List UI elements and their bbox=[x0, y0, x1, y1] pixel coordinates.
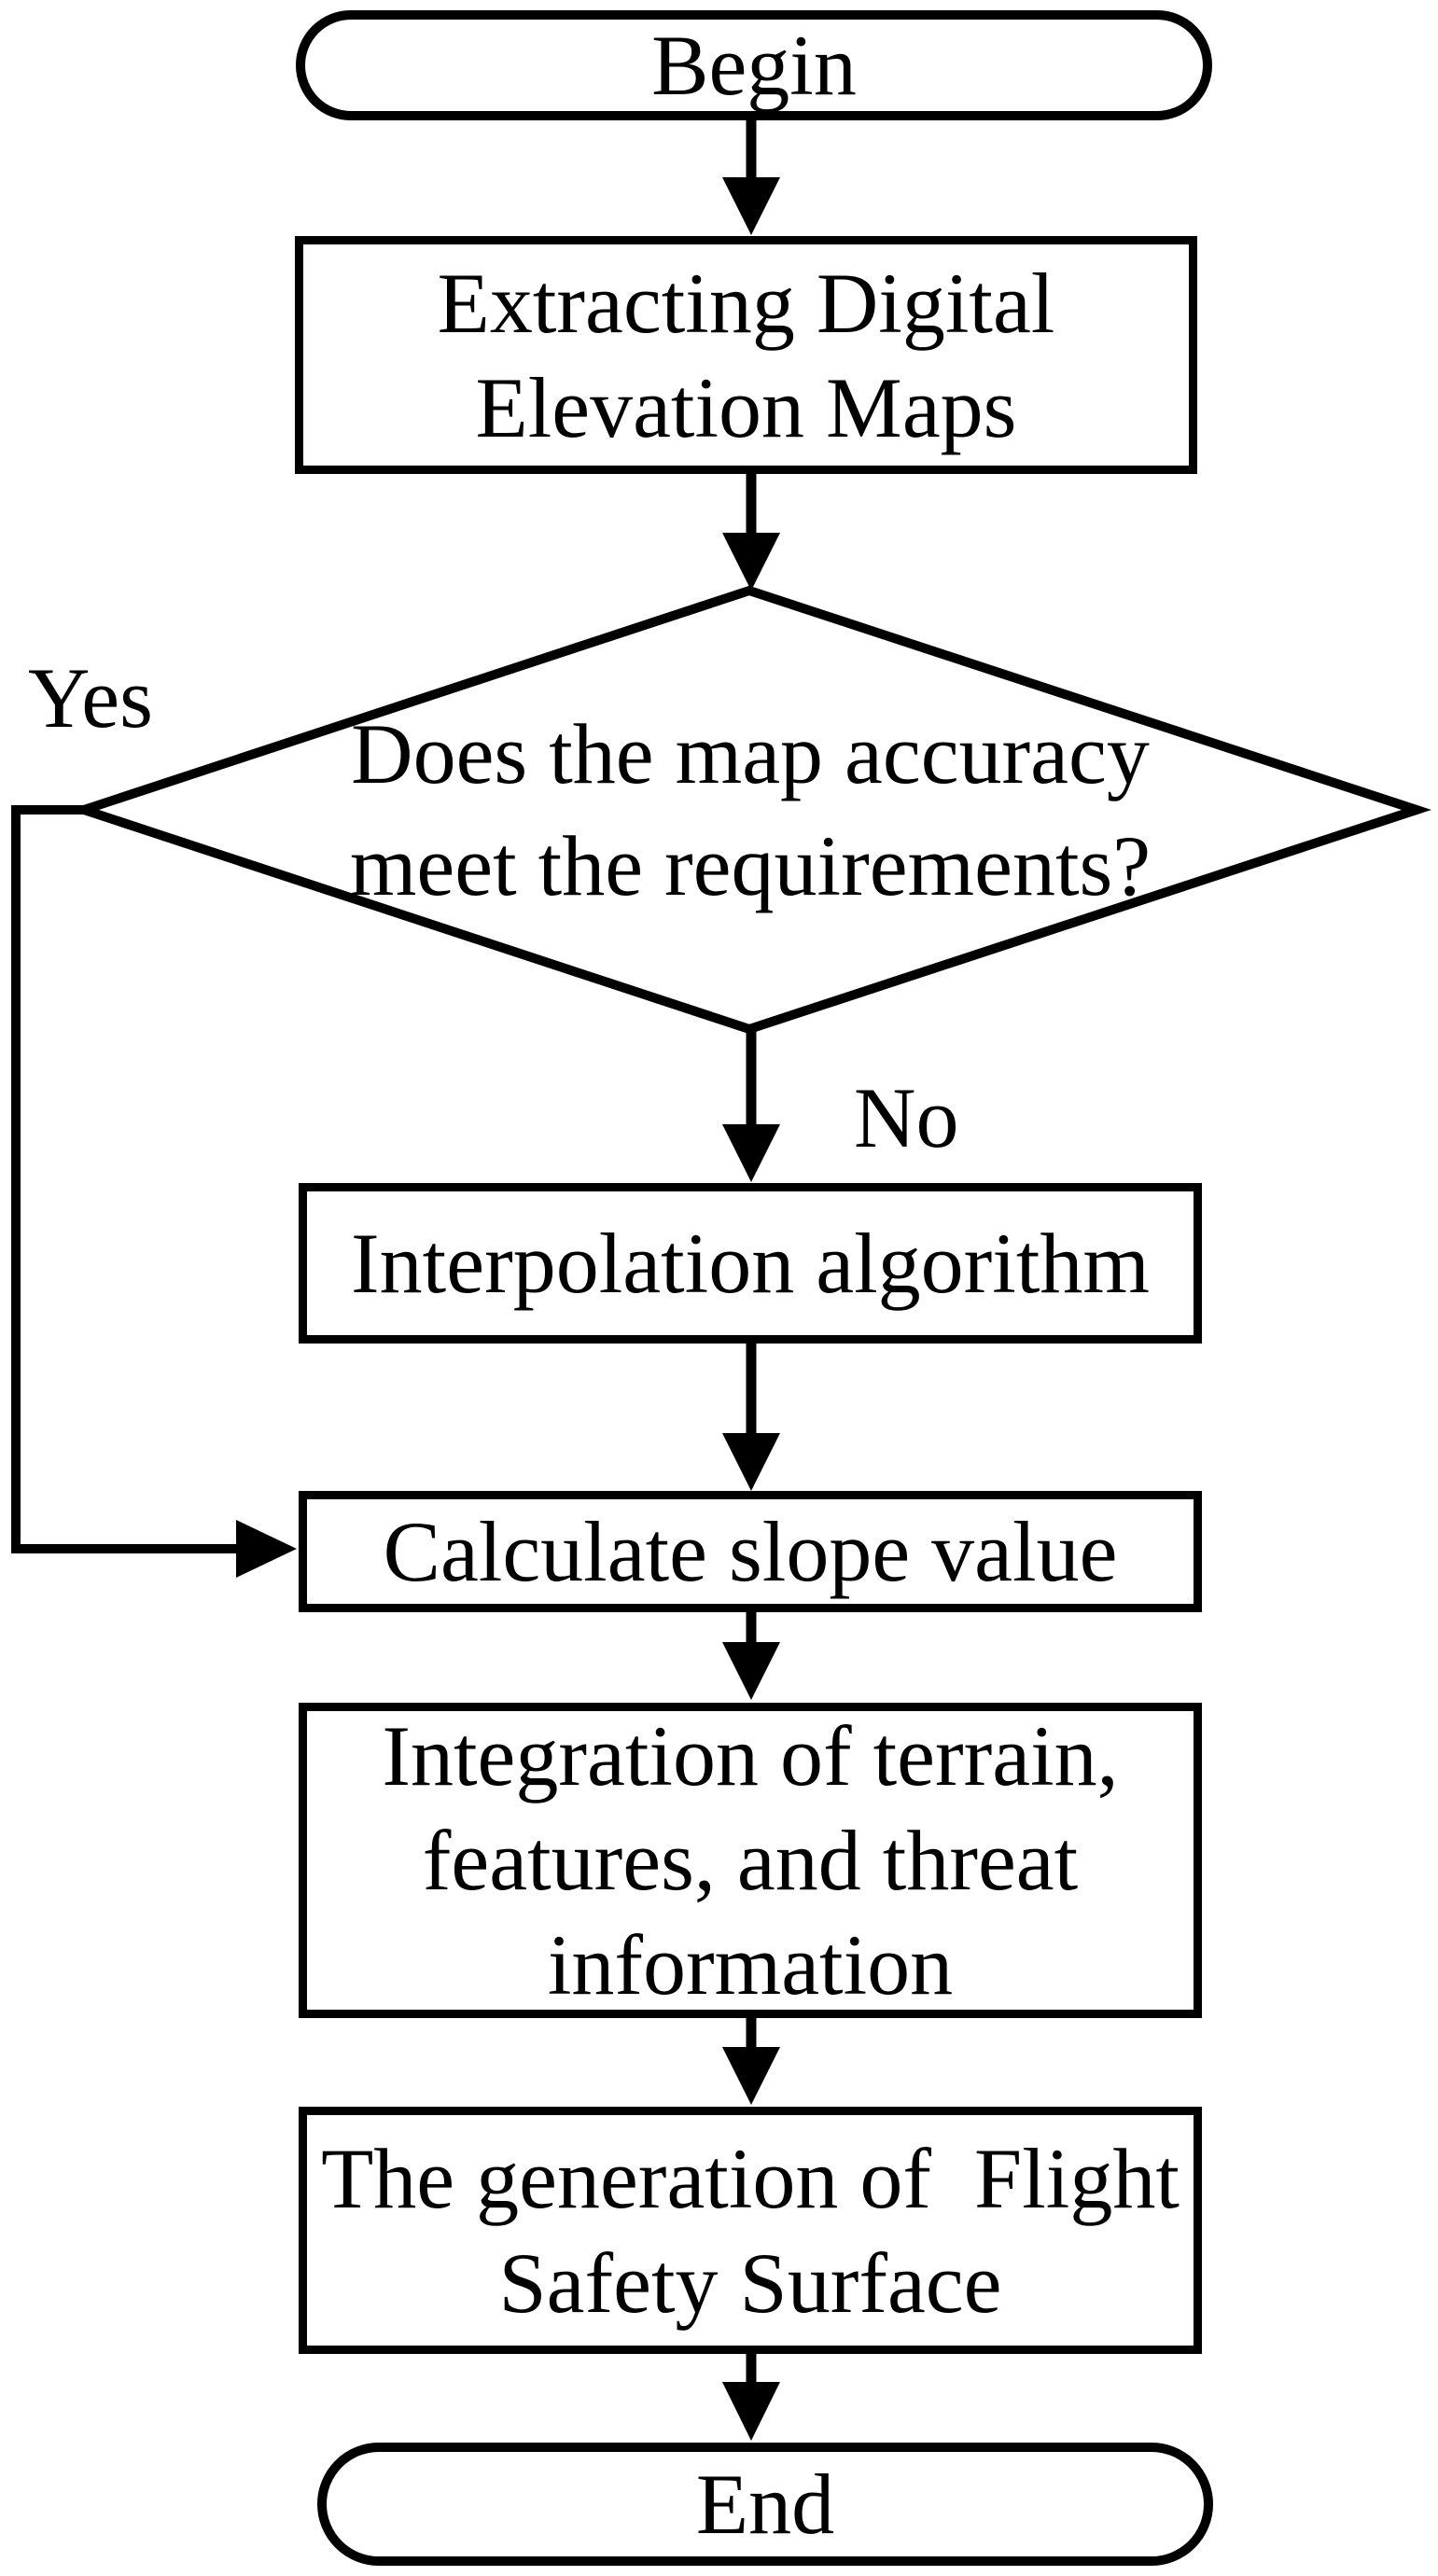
edge-calculate-integration-arrowhead-icon bbox=[722, 1642, 780, 1700]
edge-no-arrowhead-icon bbox=[722, 1124, 780, 1182]
edge-interpolation-calculate-arrowhead-icon bbox=[722, 1433, 780, 1491]
edge-yes-arrowhead-icon bbox=[236, 1520, 297, 1578]
edge-extract-decision-arrowhead-icon bbox=[722, 533, 780, 591]
edge-yes-branch-line bbox=[11, 805, 236, 1553]
decision-diamond-shape bbox=[69, 585, 1432, 1035]
edge-begin-extract-arrowhead-icon bbox=[722, 177, 780, 235]
edge-generation-end-arrowhead-icon bbox=[722, 2382, 780, 2441]
edge-integration-generation-arrowhead-icon bbox=[722, 2047, 780, 2105]
